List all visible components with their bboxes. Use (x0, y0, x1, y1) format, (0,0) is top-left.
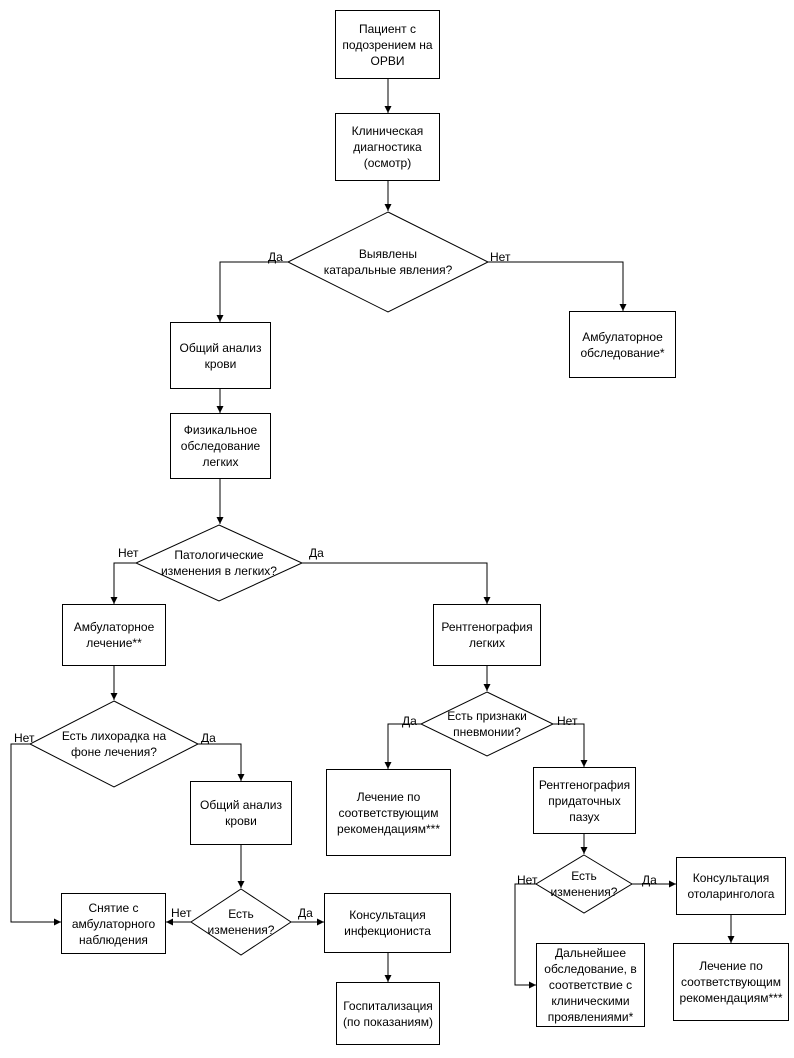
lung-changes-yes-label: Да (309, 546, 324, 560)
lung-changes-no-label: Нет (118, 546, 139, 560)
catarrhal-no-label: Нет (490, 250, 511, 264)
pneumonia-question-diamond (419, 691, 555, 757)
outpatient-exam-box: Амбулаторное обследование* (569, 311, 676, 378)
clinical-diagnostics-box: Клиническая диагностика (осмотр) (335, 113, 440, 181)
treatment-by-recommendations-box-2: Лечение по соответствующим рекомендациям… (673, 943, 789, 1021)
outpatient-treatment-box: Амбулаторное лечение** (62, 604, 166, 666)
physical-lung-exam-box: Физикальное обследование легких (170, 413, 271, 479)
fever-question-text: Есть лихорадка на фоне лечения? (61, 729, 167, 759)
lung-changes-question-text: Патологические изменения в легких? (161, 548, 277, 578)
edge-fever-no (10, 743, 61, 926)
catarrhal-yes-label: Да (268, 250, 283, 264)
blood-changes-question-diamond (190, 888, 292, 956)
blood-changes-no-label: Нет (171, 906, 192, 920)
chest-xray-box: Рентгенография легких (433, 604, 541, 666)
pneumonia-yes-label: Да (402, 714, 417, 728)
sinus-changes-question-text: Есть изменения? (550, 869, 618, 899)
catarrhal-question-text: Выявлены катаральные явления? (323, 247, 453, 277)
sinus-changes-no-label: Нет (517, 873, 538, 887)
blood-changes-yes-label: Да (298, 906, 313, 920)
sinus-xray-box: Рентгенография придаточных пазух (533, 767, 636, 834)
fever-no-label: Нет (14, 731, 35, 745)
pneumonia-question-text: Есть признаки пневмонии? (447, 709, 527, 739)
general-blood-test-box-1: Общий анализ крови (170, 322, 271, 389)
release-from-observation-box: Снятие с амбулаторного наблюдения (61, 893, 166, 954)
hospitalization-box: Госпитализация (по показаниям) (336, 982, 440, 1045)
patient-box: Пациент с подозрением на ОРВИ (335, 10, 440, 79)
general-blood-test-box-2: Общий анализ крови (190, 781, 292, 845)
blood-changes-question-text: Есть изменения? (207, 907, 275, 937)
further-exam-box: Дальнейшее обследование, в соответствие … (536, 943, 645, 1027)
catarrhal-question-diamond (286, 211, 490, 313)
sinus-changes-yes-label: Да (642, 873, 657, 887)
edge-catarrhal-yes (216, 261, 288, 322)
fever-yes-label: Да (201, 731, 216, 745)
pneumonia-no-label: Нет (557, 714, 578, 728)
fever-question-diamond (28, 700, 200, 788)
edge-pneumonia-yes (384, 723, 421, 769)
edge-lung-no (110, 562, 136, 604)
edge-fever-yes (198, 743, 245, 781)
lung-changes-question-diamond (134, 524, 304, 602)
edge-lung-yes (302, 562, 491, 604)
treatment-by-recommendations-box-1: Лечение по соответствующим рекомендациям… (326, 769, 451, 856)
infectionist-consult-box: Консультация инфекциониста (324, 893, 451, 953)
sinus-changes-question-diamond (535, 854, 633, 914)
edge-catarrhal-no (488, 261, 627, 311)
ent-consult-box: Консультация отоларинголога (676, 857, 786, 915)
edge-sinus-changes-no (514, 883, 536, 989)
edge-pneumonia-no (553, 723, 588, 767)
